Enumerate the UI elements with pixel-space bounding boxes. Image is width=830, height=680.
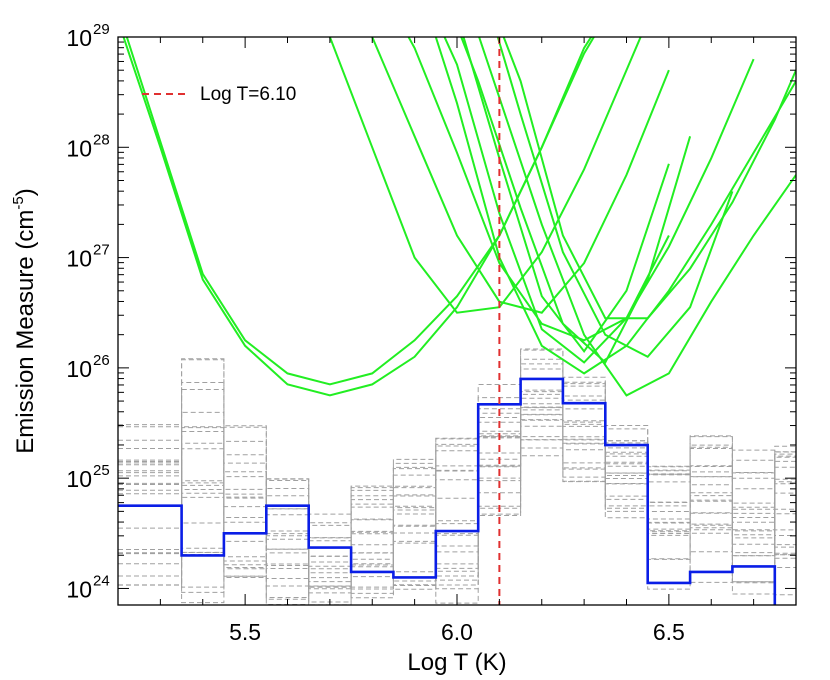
mc-realization-line — [118, 363, 796, 590]
x-tick-label: 6.5 — [653, 619, 685, 645]
plot-area — [118, 37, 796, 605]
y-tick-exponent: 27 — [93, 242, 110, 259]
x-axis: 5.5 6.0 6.5 — [159, 37, 755, 645]
y-tick-label: 10 — [66, 576, 92, 602]
em-locus-curve — [434, 37, 796, 375]
legend-label: Log T=6.10 — [200, 84, 296, 105]
em-locus-curve — [407, 37, 670, 342]
dem-best-fit-line — [118, 377, 777, 605]
em-locus-curve — [478, 37, 796, 397]
em-locus-curve — [125, 37, 596, 386]
y-tick-exponent: 29 — [93, 21, 110, 38]
y-tick-label: 10 — [66, 466, 92, 492]
em-locus-curve — [122, 37, 593, 397]
em-locus-curve — [443, 37, 755, 364]
em-locus-curve — [328, 37, 642, 314]
y-tick-exponent: 26 — [93, 352, 110, 369]
y-tick-label: 10 — [66, 135, 92, 161]
y-axis-title: Emission Measure (cm-5) — [10, 188, 39, 453]
y-tick-exponent: 28 — [93, 131, 110, 148]
em-locus-curve — [496, 37, 734, 359]
em-locus-curve — [502, 37, 796, 320]
x-tick-label: 6.0 — [441, 619, 473, 645]
legend: Log T=6.10 — [142, 84, 296, 105]
x-tick-label: 5.5 — [229, 619, 261, 645]
y-tick-exponent: 24 — [93, 572, 110, 589]
y-tick-label: 10 — [66, 356, 92, 382]
y-tick-exponent: 25 — [93, 462, 110, 479]
em-locus-curve — [460, 37, 692, 365]
x-axis-title: Log T (K) — [407, 649, 506, 676]
y-tick-label: 10 — [66, 25, 92, 51]
y-tick-label: 10 — [66, 246, 92, 272]
